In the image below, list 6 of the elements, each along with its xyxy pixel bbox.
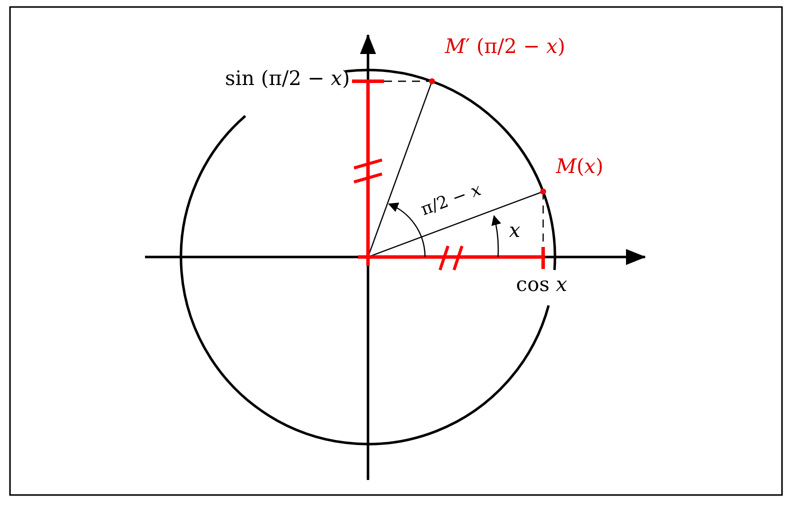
math-label: π/2 − x xyxy=(418,180,484,220)
math-label: M′ (π/2 − x) xyxy=(445,34,566,58)
math-label: sin (π/2 − x) xyxy=(225,66,350,90)
math-label: cos x xyxy=(516,272,568,296)
math-label: M(x) xyxy=(556,154,604,178)
math-label: x xyxy=(509,218,520,242)
